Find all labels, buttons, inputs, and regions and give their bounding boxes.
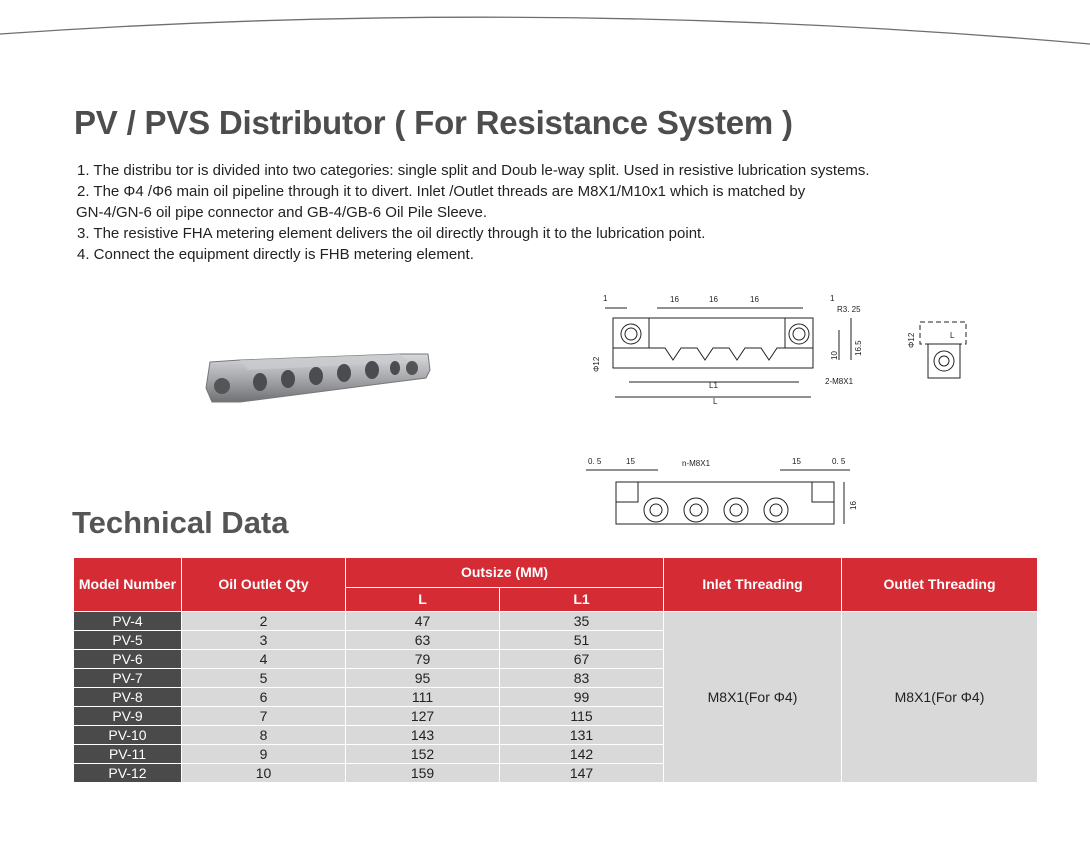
dim-16-5: 16.5	[854, 340, 863, 356]
l-cell: 159	[345, 763, 500, 783]
dim-15-left: 15	[626, 457, 635, 466]
dim-16-a: 16	[670, 295, 679, 304]
l-cell: 47	[345, 611, 500, 631]
header-l: L	[345, 587, 500, 612]
l1-cell: 83	[498, 668, 665, 688]
dim-16-bottom: 16	[849, 501, 858, 510]
top-curve-decoration	[0, 16, 1090, 45]
section-title-technical: Technical Data	[72, 505, 289, 540]
page-title: PV / PVS Distributor ( For Resistance Sy…	[74, 104, 793, 141]
l1-cell: 35	[498, 611, 665, 631]
l-cell: 95	[345, 668, 500, 688]
dim-1-right: 1	[830, 294, 835, 303]
qty-cell: 8	[181, 725, 346, 745]
model-cell: PV-6	[73, 649, 182, 669]
inlet-threading-cell: M8X1(For Φ4)	[663, 611, 843, 783]
l-cell: 152	[345, 744, 500, 764]
l1-cell: 115	[498, 706, 665, 726]
qty-cell: 2	[181, 611, 346, 631]
side-dia-label: Φ12	[907, 332, 916, 348]
header-outlet: Outlet Threading	[841, 557, 1039, 612]
l-cell: 127	[345, 706, 500, 726]
table-row: PV-4 2 47 35 M8X1(For Φ4) M8X1(For Φ4)	[73, 611, 1039, 783]
intro-line-4: 3. The resistive FHA metering element de…	[77, 225, 706, 242]
header-inlet: Inlet Threading	[663, 557, 843, 612]
model-cell: PV-7	[73, 668, 182, 688]
l1-label: L1	[709, 381, 718, 390]
dim-10: 10	[830, 351, 839, 360]
l1-cell: 51	[498, 630, 665, 650]
table-row: PV-8 6 111 99	[73, 687, 1038, 707]
header-model: Model Number	[73, 557, 182, 612]
qty-cell: 9	[181, 744, 346, 764]
intro-line-5: 4. Connect the equipment directly is FHB…	[77, 246, 474, 263]
table-row: PV-9 7 127 115	[73, 706, 1038, 726]
side-l-label: L	[950, 331, 955, 340]
intro-line-3: GN-4/GN-6 oil pipe connector and GB-4/GB…	[76, 204, 488, 221]
drawing-bottom-view: 0. 5 15 n-M8X1 15 0. 5 16	[586, 457, 858, 525]
drawing-top-view: 1 16 16 16 1 R3. 25 L1 L Φ12 10 16.5 2-M…	[592, 294, 863, 406]
dim-0-5-right: 0. 5	[832, 457, 846, 466]
l-cell: 143	[345, 725, 500, 745]
l1-cell: 67	[498, 649, 665, 669]
table-row: PV-7 5 95 83	[73, 668, 1038, 688]
l-cell: 111	[345, 687, 500, 707]
model-cell: PV-4	[73, 611, 182, 631]
model-cell: PV-5	[73, 630, 182, 650]
l1-cell: 142	[498, 744, 665, 764]
dia-label: Φ12	[592, 356, 601, 372]
distributor-photo	[205, 353, 431, 403]
model-cell: PV-9	[73, 706, 182, 726]
radius-label: R3. 25	[837, 305, 861, 314]
table-row: PV-5 3 63 51	[73, 630, 1038, 650]
header-l1: L1	[498, 587, 665, 612]
l1-cell: 99	[498, 687, 665, 707]
dim-15-right: 15	[792, 457, 801, 466]
qty-cell: 3	[181, 630, 346, 650]
header-qty: Oil Outlet Qty	[181, 557, 346, 612]
qty-cell: 4	[181, 649, 346, 669]
model-cell: PV-10	[73, 725, 182, 745]
qty-cell: 7	[181, 706, 346, 726]
l1-cell: 131	[498, 725, 665, 745]
dim-16-b: 16	[709, 295, 718, 304]
l-cell: 63	[345, 630, 500, 650]
outlet-threading-cell: M8X1(For Φ4)	[841, 611, 1039, 783]
model-cell: PV-8	[73, 687, 182, 707]
dim-16-c: 16	[750, 295, 759, 304]
table-row: PV-11 9 152 142	[73, 744, 1038, 764]
technical-data-table: Model Number Oil Outlet Qty Outsize (MM)…	[73, 557, 1039, 783]
intro-text: 1. The distribu tor is divided into two …	[76, 160, 1057, 265]
table-row: PV-12 10 159 147	[73, 763, 1038, 783]
model-cell: PV-12	[73, 763, 182, 783]
model-cell: PV-11	[73, 744, 182, 764]
l-label: L	[713, 397, 718, 406]
qty-cell: 5	[181, 668, 346, 688]
drawing-side-view: L Φ12	[907, 321, 967, 379]
intro-line-2: 2. The Φ4 /Φ6 main oil pipeline through …	[77, 183, 806, 200]
thread-label: 2-M8X1	[825, 377, 854, 386]
l-cell: 79	[345, 649, 500, 669]
dim-0-5-left: 0. 5	[588, 457, 602, 466]
intro-line-1: 1. The distribu tor is divided into two …	[77, 162, 870, 179]
qty-cell: 6	[181, 687, 346, 707]
thread-n-label: n-M8X1	[682, 459, 711, 468]
qty-cell: 10	[181, 763, 346, 783]
l1-cell: 147	[498, 763, 665, 783]
dim-1-left: 1	[603, 294, 608, 303]
header-outsize: Outsize (MM)	[344, 557, 665, 588]
